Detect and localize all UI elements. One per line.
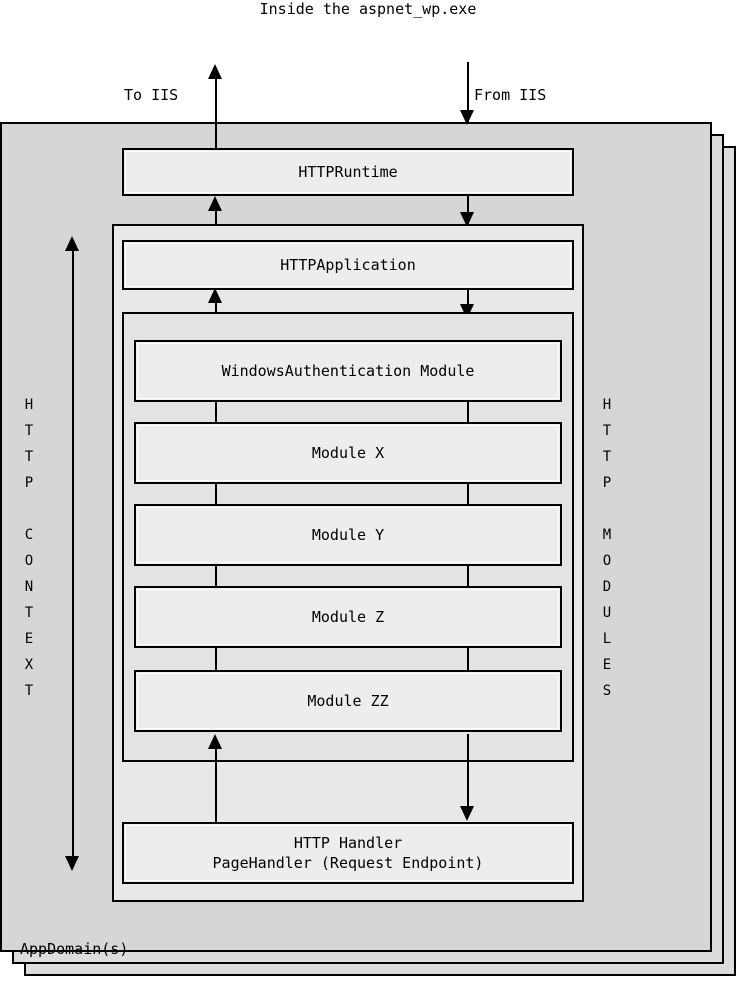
vertical-label-char: [18, 496, 40, 522]
httpapplication-box[interactable]: HTTPApplication: [122, 240, 574, 290]
http-context-up-arrowhead-icon: [65, 236, 79, 251]
module-link-2-3-right: [467, 566, 469, 586]
vertical-label-char: T: [24, 605, 34, 621]
application-modules-down-line: [467, 288, 469, 314]
vertical-label-char: P: [24, 475, 34, 491]
module-link-0-1-left: [215, 402, 217, 422]
vertical-label-char: L: [602, 631, 612, 647]
vertical-label-char: D: [602, 579, 612, 595]
vertical-label-char: T: [602, 449, 612, 465]
vertical-label-char: P: [602, 475, 612, 491]
module-box-x[interactable]: Module X: [134, 422, 562, 484]
vertical-label-char: [596, 496, 618, 522]
vertical-label-char: T: [24, 449, 34, 465]
module-box-zz[interactable]: Module ZZ: [134, 670, 562, 732]
vertical-label-char: H: [602, 397, 612, 413]
module-link-0-1-right: [467, 402, 469, 422]
vertical-label-char: E: [602, 657, 612, 673]
http-handler-subtitle: PageHandler (Request Endpoint): [212, 854, 484, 872]
vertical-label-char: C: [24, 527, 34, 543]
vertical-label-char: T: [24, 683, 34, 699]
module-box-windowsauthentication[interactable]: WindowsAuthentication Module: [134, 340, 562, 402]
http-context-down-arrowhead-icon: [65, 856, 79, 871]
modules-handler-down-line: [467, 734, 469, 808]
from-iis-arrowhead-icon: [460, 110, 474, 125]
runtime-application-down-arrowhead-icon: [460, 212, 474, 227]
vertical-label-char: T: [24, 423, 34, 439]
vertical-label-char: N: [24, 579, 34, 595]
module-link-3-4-right: [467, 648, 469, 670]
runtime-application-up-arrowhead-icon: [208, 196, 222, 211]
vertical-label-char: S: [602, 683, 612, 699]
vertical-label-char: O: [24, 553, 34, 569]
vertical-label-char: M: [602, 527, 612, 543]
modules-handler-up-arrowhead-icon: [208, 734, 222, 749]
vertical-label-char: X: [24, 657, 34, 673]
modules-handler-up-line: [215, 748, 217, 822]
http-handler-title: HTTP Handler: [293, 833, 403, 852]
from-iis-label: From IIS: [474, 86, 547, 104]
module-link-1-2-left: [215, 484, 217, 504]
vertical-label-char: E: [24, 631, 34, 647]
to-iis-connector-line: [215, 78, 217, 148]
figure-caption: Inside the aspnet_wp.exe: [259, 0, 477, 18]
application-modules-up-arrowhead-icon: [208, 288, 222, 303]
vertical-label-char: U: [602, 605, 612, 621]
module-link-3-4-left: [215, 648, 217, 670]
module-link-1-2-right: [467, 484, 469, 504]
httpruntime-box[interactable]: HTTPRuntime: [122, 148, 574, 196]
http-handler-box[interactable]: HTTP Handler PageHandler (Request Endpoi…: [122, 822, 574, 884]
vertical-label-char: H: [24, 397, 34, 413]
appdomain-label: AppDomain(s): [20, 940, 129, 958]
vertical-label-char: O: [602, 553, 612, 569]
modules-handler-down-arrowhead-icon: [460, 806, 474, 821]
to-iis-label: To IIS: [124, 86, 179, 104]
vertical-label-char: T: [602, 423, 612, 439]
module-box-z[interactable]: Module Z: [134, 586, 562, 648]
to-iis-arrowhead-icon: [208, 64, 222, 79]
http-context-span-line: [72, 250, 74, 858]
from-iis-connector-line: [467, 62, 469, 124]
module-box-y[interactable]: Module Y: [134, 504, 562, 566]
module-link-2-3-left: [215, 566, 217, 586]
runtime-application-down-line: [467, 196, 469, 226]
